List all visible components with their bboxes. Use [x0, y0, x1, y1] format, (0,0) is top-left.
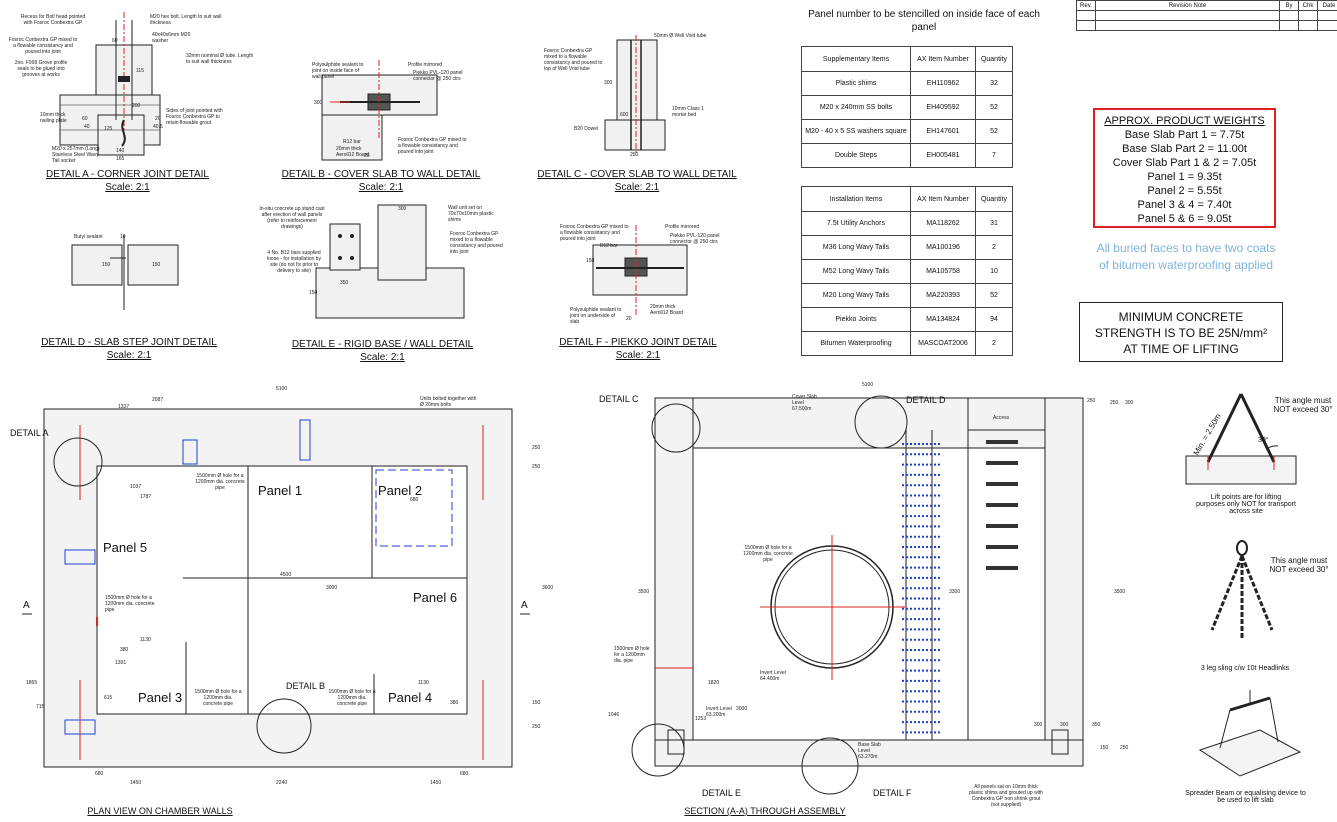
- spreader-beam-drawing: [1198, 690, 1302, 777]
- detail-a-note: 32mm nominal Ø tube. Length to suit wall…: [186, 53, 254, 65]
- panel-2-label: Panel 2: [378, 483, 423, 498]
- access-steps: [986, 440, 1018, 570]
- lift-points-note: Lift points are for lifting purposes onl…: [1196, 494, 1296, 515]
- product-weights-box: APPROX. PRODUCT WEIGHTS Base Slab Part 1…: [1093, 108, 1276, 228]
- section-mark-right: A: [521, 600, 528, 611]
- section-detail-c-label: DETAIL C: [599, 394, 639, 404]
- bitumen-note: All buried faces to have two coats of bi…: [1096, 241, 1276, 272]
- sling-drawing: [1210, 540, 1274, 640]
- section-mark-left: A: [23, 600, 30, 611]
- detail-a-scale: Scale: 2:1: [105, 182, 150, 193]
- detail-a-note: Sides of joint pointed with Fosroc Conbe…: [166, 108, 223, 126]
- detail-e-title: DETAIL E - RIGID BASE / WALL DETAIL: [291, 339, 474, 350]
- supp-header-item: Supplementary Items: [801, 46, 911, 72]
- detail-a-title: DETAIL A - CORNER JOINT DETAIL: [46, 169, 209, 180]
- detail-b-title: DETAIL B - COVER SLAB TO WALL DETAIL: [281, 169, 481, 180]
- access-step: [986, 503, 1018, 507]
- access-step: [986, 461, 1018, 465]
- weight-line: Panel 3 & 4 = 7.40t: [1137, 199, 1232, 211]
- detail-a-note: 2no. F999 Grove profile seals to be glue…: [14, 60, 68, 78]
- panel-6-label: Panel 6: [413, 590, 458, 605]
- by-col: By: [1279, 0, 1299, 11]
- panel-1-label: Panel 1: [258, 483, 303, 498]
- sling-note: 3 leg sling c/w 10t Headlinks: [1200, 665, 1290, 672]
- lifting-triangle-drawing: [1185, 393, 1297, 485]
- detail-a-note: 10mm thick nailing plate: [40, 112, 67, 124]
- panel-4-label: Panel 4: [388, 690, 433, 705]
- weights-title: APPROX. PRODUCT WEIGHTS: [1104, 115, 1265, 127]
- detail-b-scale: Scale: 2:1: [358, 182, 404, 193]
- revision-table: Rev. Revision Note By Chk Date: [1076, 0, 1337, 31]
- access-step: [986, 482, 1018, 486]
- access-step: [986, 524, 1018, 528]
- access-step: [986, 440, 1018, 444]
- detail-e-scale: Scale: 2:1: [360, 352, 405, 363]
- supplementary-table: Supplementary Items AX Item Number Quant…: [801, 46, 1013, 168]
- supp-header-ax: AX Item Number: [910, 46, 976, 72]
- detail-e-drawing: [315, 204, 465, 319]
- detail-a-note: 40x40x6mm M20 washer: [152, 32, 191, 44]
- rebar-rungs: [902, 443, 942, 734]
- detail-c-drawing: [604, 35, 666, 155]
- panel-5-label: Panel 5: [103, 540, 148, 555]
- inst-header-ax: AX Item Number: [910, 186, 976, 212]
- detail-c-scale: Scale: 2:1: [614, 182, 660, 193]
- plan-detail-a-label: DETAIL A: [10, 428, 49, 438]
- detail-d-title: DETAIL D - SLAB STEP JOINT DETAIL: [41, 337, 217, 348]
- detail-b-drawing: [321, 60, 438, 161]
- section-detail-f-label: DETAIL F: [873, 788, 912, 798]
- detail-d-scale: Scale: 2:1: [106, 350, 152, 361]
- access-label: Access: [993, 415, 1010, 421]
- concrete-strength-box: MINIMUM CONCRETE STRENGTH IS TO BE 25N/m…: [1079, 302, 1283, 362]
- spreader-beam-note: Spreader Beam or equalising device to be…: [1185, 790, 1306, 804]
- detail-a-note: M20 x 257mm (Long) Stainless Steel Wavy …: [52, 146, 100, 164]
- detail-a-note: Fosroc Conbextra GP mixed to a flowable …: [8, 37, 78, 55]
- section-detail-e-label: DETAIL E: [702, 788, 742, 798]
- inst-header-item: Installation Items: [801, 186, 911, 212]
- lift-angle-note-1: This angle must NOT exceed 30°: [1273, 396, 1333, 414]
- detail-c-title: DETAIL C - COVER SLAB TO WALL DETAIL: [537, 169, 737, 180]
- weight-line: Cover Slab Part 1 & 2 = 7.05t: [1112, 157, 1257, 169]
- access-step: [986, 566, 1018, 570]
- plan-detail-b-label: DETAIL B: [286, 681, 326, 691]
- lift-angle-note-2: This angle must NOT exceed 30°: [1269, 556, 1329, 574]
- detail-d-drawing: [71, 235, 179, 310]
- panel-3-label: Panel 3: [138, 690, 183, 705]
- weight-line: Panel 1 = 9.35t: [1147, 171, 1222, 183]
- plan-title: PLAN VIEW ON CHAMBER WALLS: [87, 806, 233, 816]
- stencil-note: Panel number to be stencilled on inside …: [808, 9, 1040, 33]
- weight-line: Panel 5 & 6 = 9.05t: [1137, 213, 1232, 225]
- detail-a-drawing: [59, 12, 161, 156]
- detail-f-drawing: [592, 225, 688, 315]
- section-title: SECTION (A-A) THROUGH ASSEMBLY: [684, 806, 846, 816]
- plan-view-drawing: [22, 408, 530, 768]
- access-step: [986, 545, 1018, 549]
- date-col: Date: [1317, 0, 1337, 11]
- detail-a-note: Recess for Bolt head pointed with Fosroc…: [20, 14, 86, 26]
- weight-line: Panel 2 = 5.55t: [1147, 185, 1222, 197]
- chk-col: Chk: [1298, 0, 1318, 11]
- detail-a-note: M20 hex bolt. Length to suit wall thickn…: [150, 14, 222, 26]
- angle-30-label: 30°: [1258, 437, 1269, 444]
- detail-f-title: DETAIL F - PIEKKO JOINT DETAIL: [559, 337, 717, 348]
- weight-line: Base Slab Part 2 = 11.00t: [1122, 143, 1247, 155]
- weight-line: Base Slab Part 1 = 7.75t: [1124, 129, 1245, 141]
- installation-table: Installation Items AX Item Number Quanti…: [801, 186, 1013, 356]
- section-drawing: [631, 395, 1084, 795]
- section-detail-d-label: DETAIL D: [906, 395, 946, 405]
- detail-f-scale: Scale: 2:1: [615, 350, 661, 361]
